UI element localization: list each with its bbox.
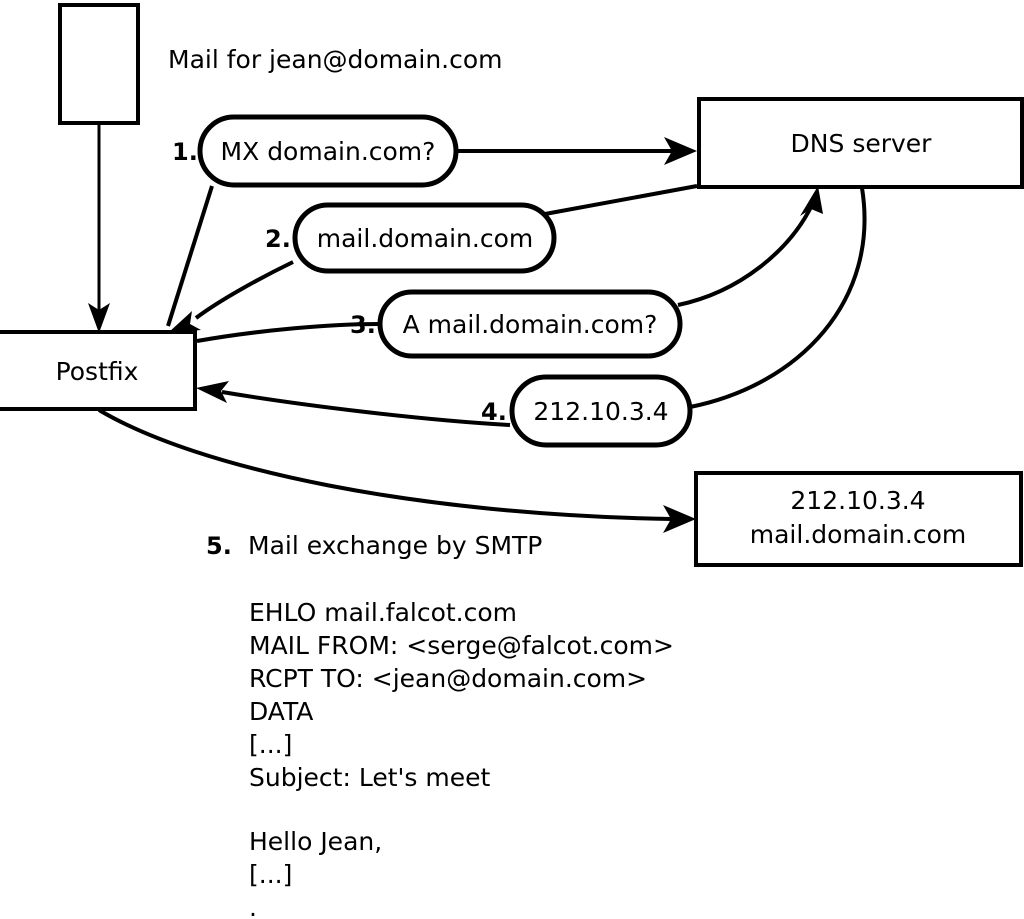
bubble-step4-label: 212.10.3.4 <box>533 397 668 426</box>
step-number-1: 1. <box>172 138 198 166</box>
transcript-line-0: EHLO mail.falcot.com <box>249 598 517 627</box>
transcript-line-7: Hello Jean, <box>249 827 382 856</box>
client-box <box>58 3 140 125</box>
arrow-head-step1-to-dns <box>664 137 697 165</box>
transcript-line-8: [...] <box>249 860 292 889</box>
arrow-head-client-to-postfix <box>88 303 110 333</box>
bubble-step2 <box>292 202 557 274</box>
mail-server-box <box>694 471 1023 567</box>
bubble-step3 <box>377 289 683 359</box>
edge-step4-dns-to-bubble <box>689 187 867 409</box>
edge-step3-bubble-to-dns <box>677 204 814 307</box>
mail-server-host-label: mail.domain.com <box>750 520 966 549</box>
edge-step4-bubble-to-postfix <box>221 390 511 427</box>
step-number-2: 2. <box>265 225 291 253</box>
bubble-step1-label: MX domain.com? <box>221 137 436 166</box>
dns-server-label: DNS server <box>791 129 933 158</box>
postfix-label: Postfix <box>56 357 139 386</box>
edge-step2-dns-to-bubble <box>544 184 698 216</box>
step-number-3: 3. <box>350 311 376 339</box>
step-number-5: 5. <box>206 532 232 560</box>
postfix-box <box>0 330 197 411</box>
bubble-step3-label: A mail.domain.com? <box>403 310 658 339</box>
arrow-head-step3-to-dns <box>800 186 823 216</box>
step-number-4: 4. <box>481 398 507 426</box>
mail-for-heading: Mail for jean@domain.com <box>168 45 503 74</box>
transcript-line-4: [...] <box>249 730 292 759</box>
dns-server-box <box>697 97 1024 189</box>
bubble-step4 <box>509 374 693 448</box>
edge-step1-postfix-to-bubble <box>166 185 214 327</box>
transcript-line-2: RCPT TO: <jean@domain.com> <box>249 664 647 693</box>
bubble-step2-label: mail.domain.com <box>317 224 533 253</box>
edge-step2-bubble-to-postfix <box>194 260 294 320</box>
mail-server-ip-label: 212.10.3.4 <box>790 486 925 515</box>
arrow-head-step2-to-postfix <box>168 311 201 333</box>
bubble-step1 <box>197 114 459 188</box>
transcript-line-9: . <box>249 893 257 919</box>
transcript-line-1: MAIL FROM: <serge@falcot.com> <box>249 631 674 660</box>
arrow-head-step4-to-postfix <box>196 381 229 403</box>
edge-step5-postfix-to-mailserver <box>97 408 673 521</box>
edge-step3-postfix-to-bubble <box>196 322 379 343</box>
arrow-head-step5-to-mailserver <box>663 505 696 533</box>
step5-label: Mail exchange by SMTP <box>248 531 542 560</box>
transcript-line-3: DATA <box>249 697 313 726</box>
transcript-line-5: Subject: Let's meet <box>249 763 490 792</box>
